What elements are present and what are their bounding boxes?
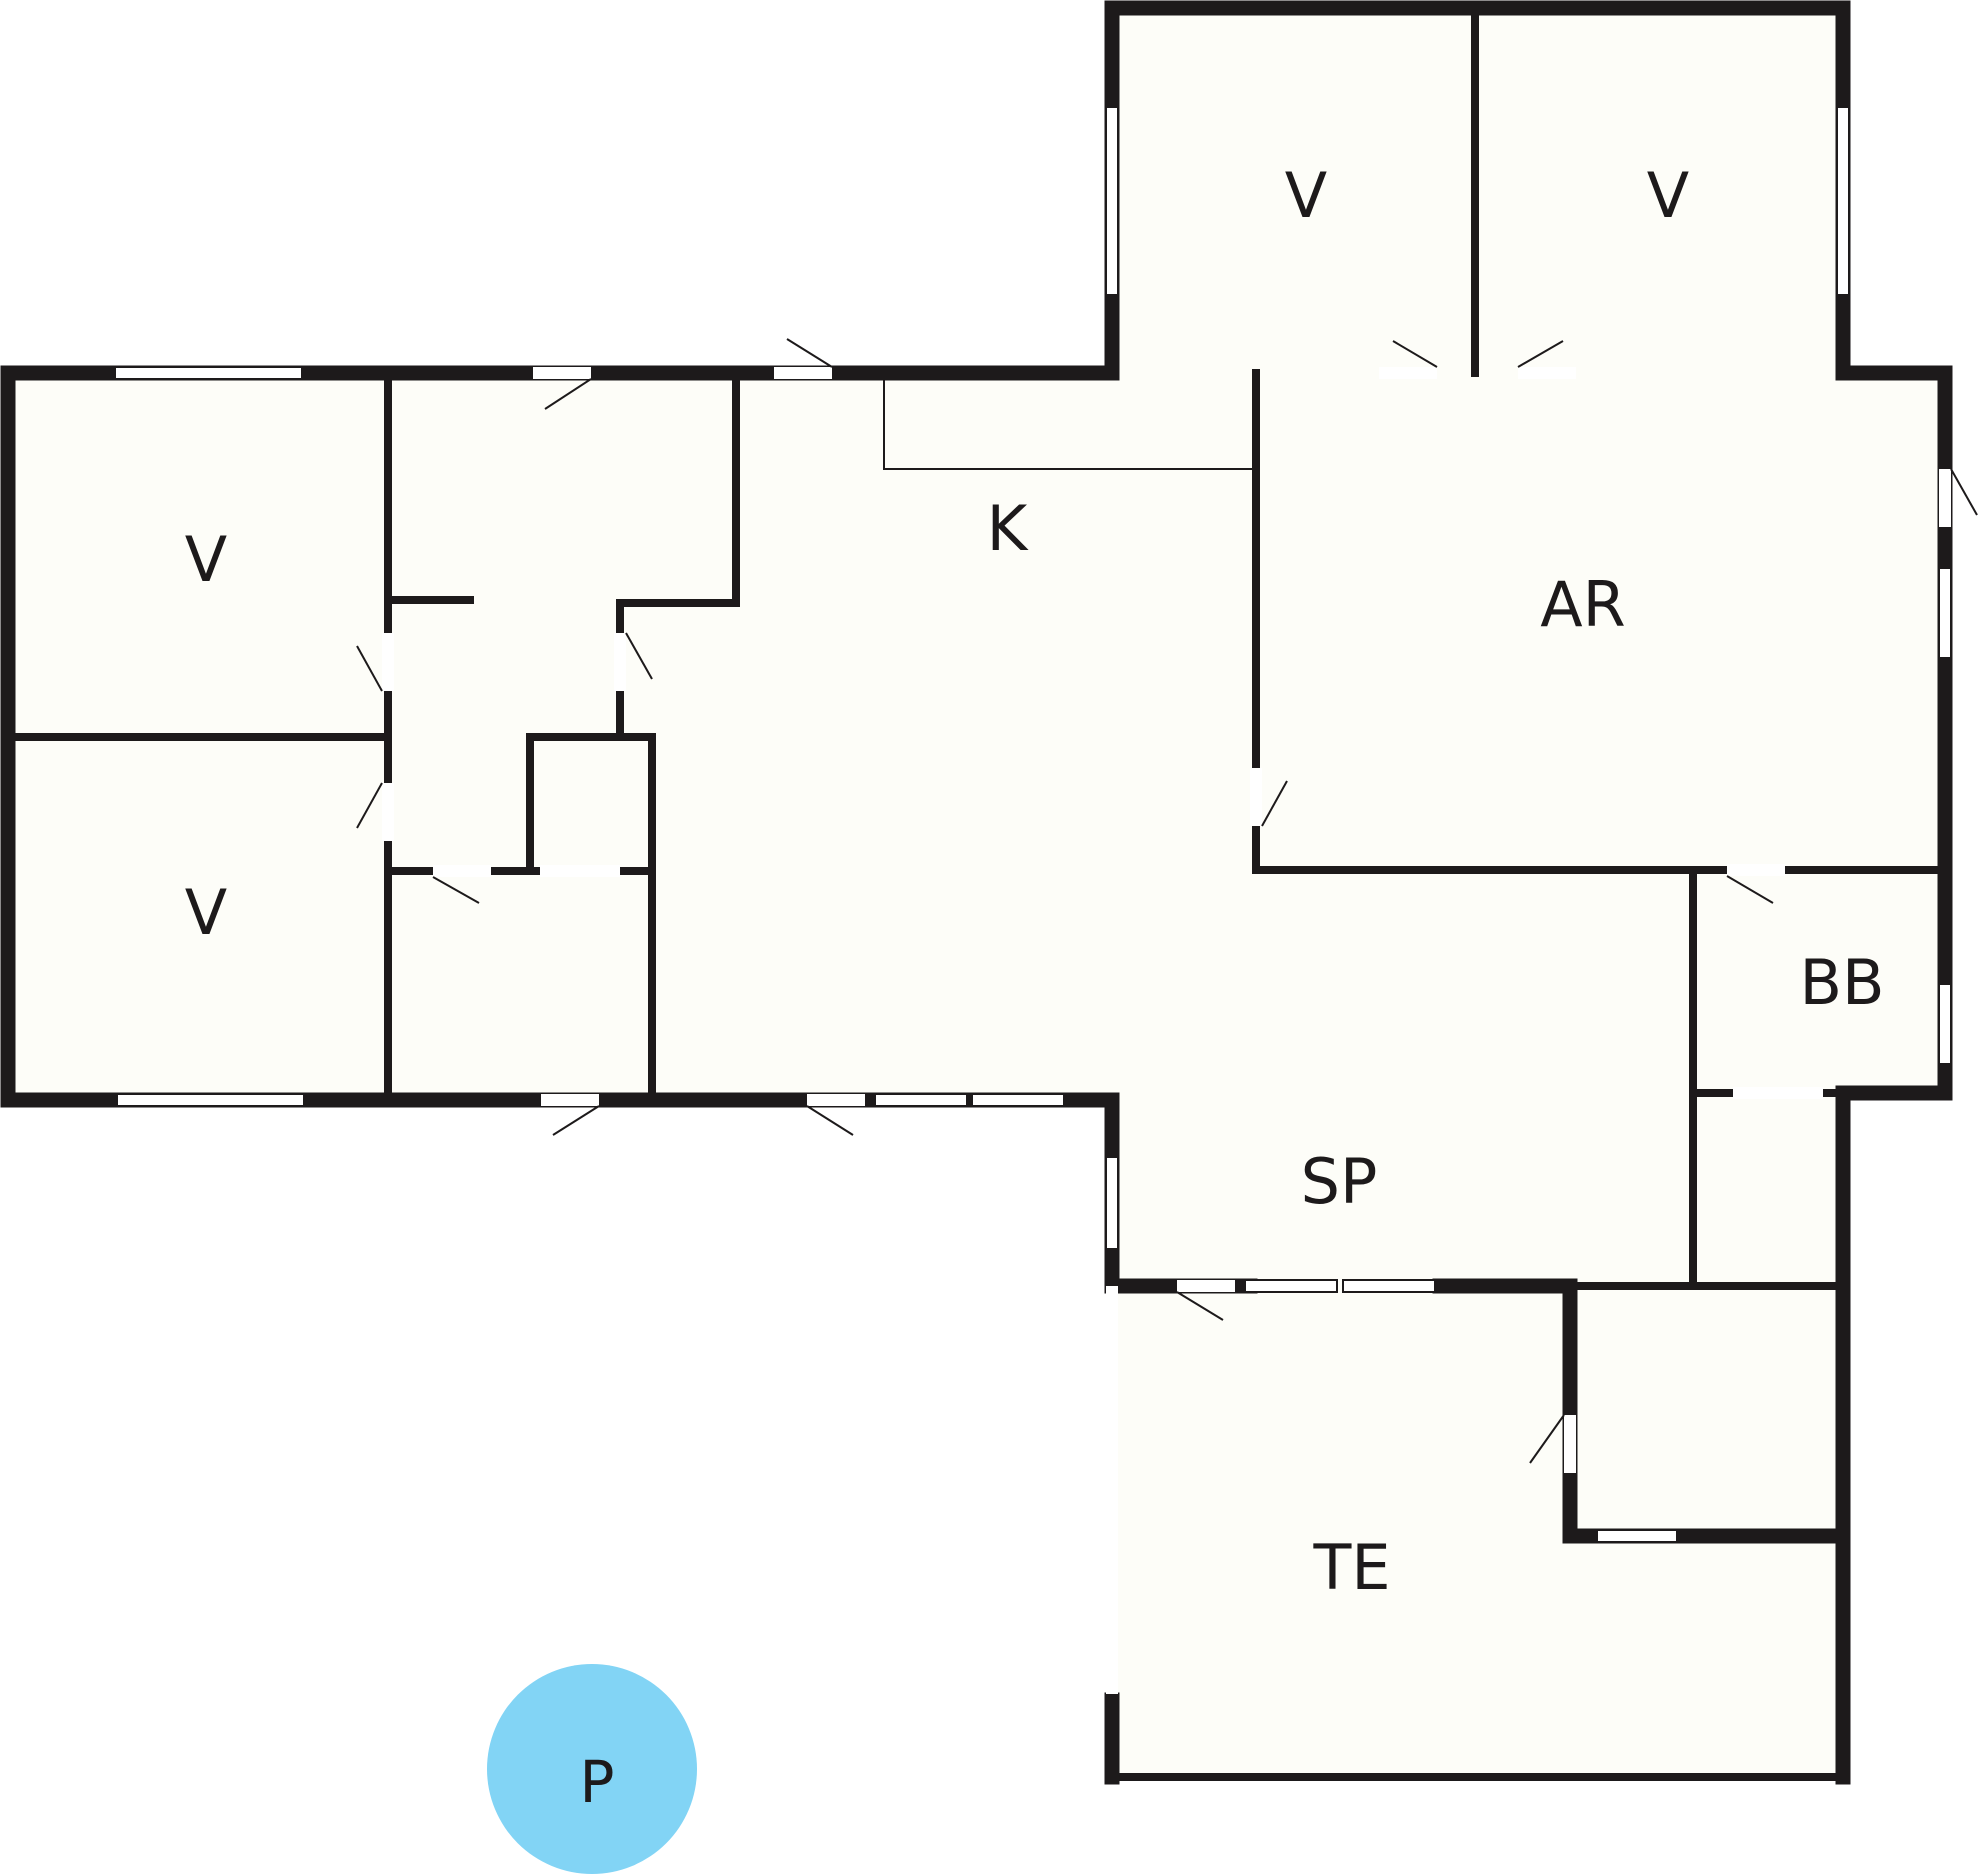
window [1836, 106, 1850, 296]
window [874, 1093, 968, 1107]
door-gap [614, 633, 626, 691]
door-swing [356, 782, 383, 829]
door-gap [541, 1094, 599, 1106]
door-gap [807, 1094, 865, 1106]
door-gap [540, 865, 620, 877]
door-swing [552, 1105, 600, 1136]
window [1244, 1279, 1338, 1293]
window [114, 366, 303, 380]
door-gap [433, 865, 491, 877]
door-gap [1177, 1280, 1235, 1292]
door-swing [806, 1105, 854, 1136]
window [971, 1093, 1065, 1107]
window [1105, 1156, 1119, 1250]
parking-label: P [580, 1748, 615, 1816]
door-gap [1379, 367, 1437, 379]
door-swing [786, 338, 833, 368]
door-swing [1261, 780, 1288, 827]
room-label-bedroom-west-lower: V [185, 876, 227, 949]
door-gap [1106, 1286, 1118, 1694]
parking-marker: P [487, 1664, 697, 1874]
room-label-bedroom-west-upper: V [185, 523, 227, 596]
door-gap [1733, 1087, 1823, 1099]
room-label-terrace: TE [1312, 1531, 1390, 1604]
door-gap [382, 783, 394, 841]
door-swing [1726, 875, 1774, 904]
door-gap [1250, 768, 1262, 826]
door-gap [1518, 367, 1576, 379]
room-label-bath: BB [1799, 946, 1884, 1019]
openings [114, 106, 1952, 1694]
door-swing [1950, 468, 1978, 516]
parking-circle [487, 1664, 697, 1874]
door-gap [533, 367, 591, 379]
door-swing [432, 876, 480, 904]
floor-east-block [1112, 373, 1945, 1100]
door-swings [356, 338, 1978, 1464]
room-label-work-room: AR [1540, 568, 1626, 641]
door-gap [1939, 469, 1951, 527]
door-swing [1517, 340, 1564, 368]
window [1938, 567, 1952, 659]
room-label-bedroom-top-left: V [1285, 159, 1327, 232]
door-gap [382, 633, 394, 691]
door-swing [625, 632, 653, 680]
door-gap [1727, 864, 1785, 876]
door-swing [1176, 1291, 1224, 1321]
room-label-bedroom-top-right: V [1647, 159, 1689, 232]
floor-south-block [1112, 1090, 1843, 1286]
room-labels: V V V V K AR BB SP TE [185, 159, 1885, 1604]
room-label-game-room: SP [1301, 1145, 1378, 1218]
door-swing [1392, 340, 1438, 368]
floor-areas [8, 8, 1945, 1777]
window [1596, 1529, 1678, 1543]
window [1342, 1279, 1436, 1293]
window [1938, 983, 1952, 1065]
room-label-kitchen: K [987, 492, 1029, 565]
window [1105, 106, 1119, 296]
door-swing [356, 645, 383, 692]
kitchen-counter-wall [883, 379, 1253, 470]
window [116, 1093, 305, 1107]
door-swing [1529, 1414, 1565, 1464]
door-gap [774, 367, 832, 379]
door-gap [1564, 1415, 1576, 1473]
door-swing [544, 378, 592, 410]
